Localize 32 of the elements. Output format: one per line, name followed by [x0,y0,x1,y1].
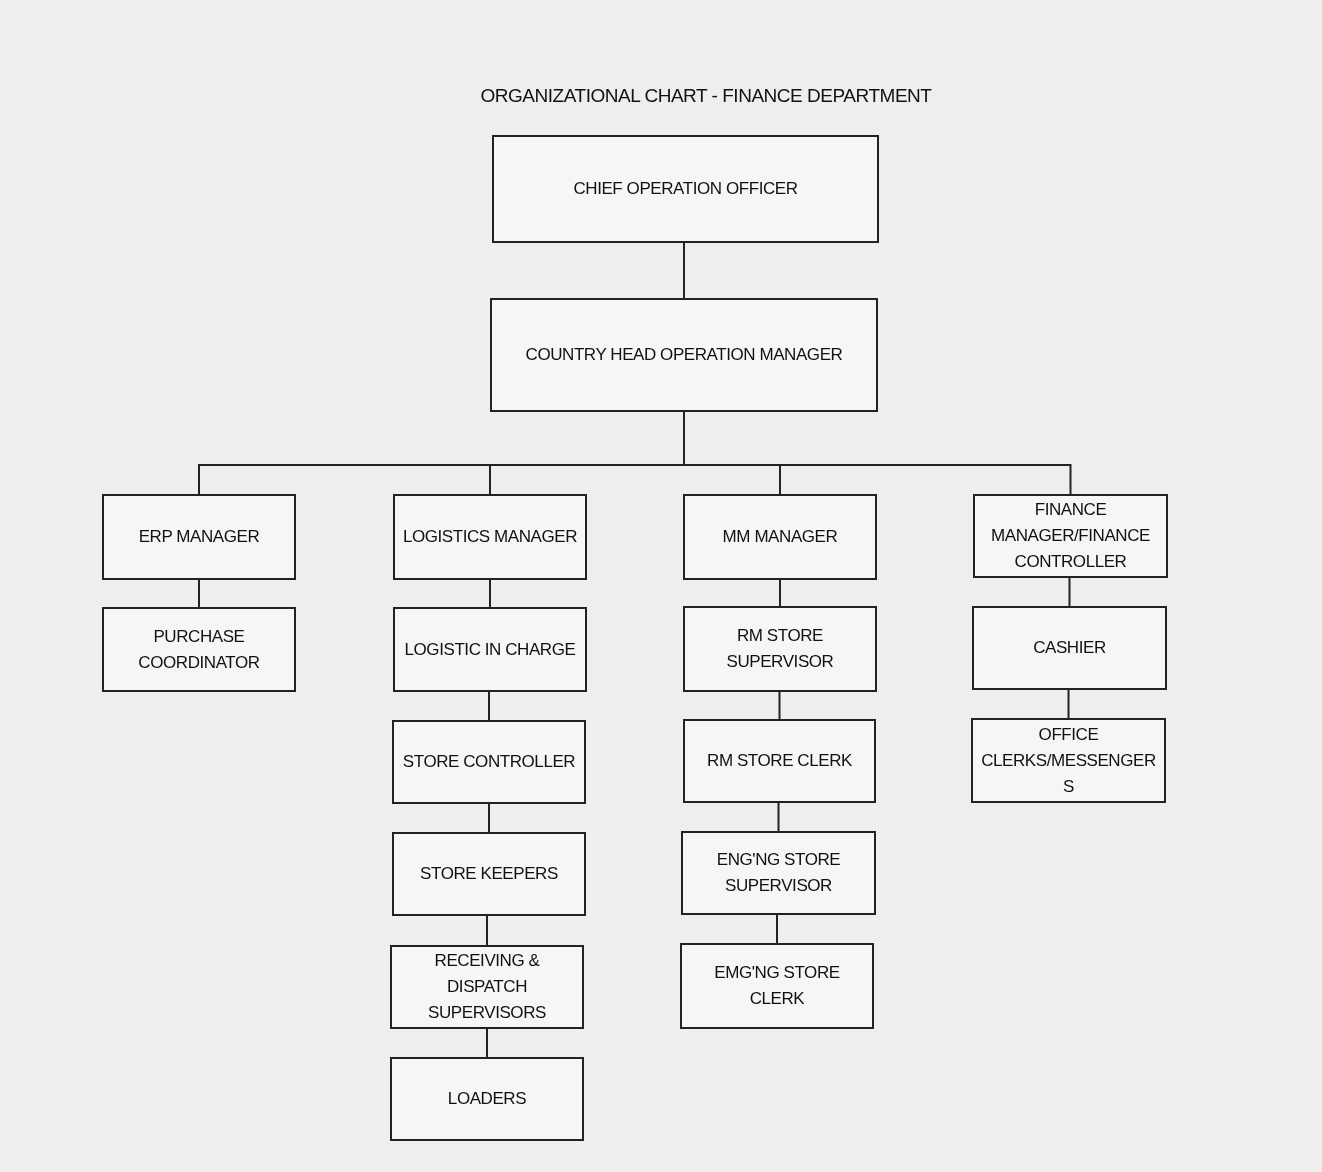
org-box: RM STORE CLERK [683,719,876,803]
connector-line [1067,689,1070,719]
org-box: CASHIER [972,606,1167,690]
org-box: COUNTRY HEAD OPERATION MANAGER [490,298,878,412]
org-box: OFFICE CLERKS/MESSENGERS [971,718,1166,803]
connector-line [778,691,781,720]
connector-line [486,1028,488,1058]
org-box: RECEIVING & DISPATCH SUPERVISORS [390,945,584,1029]
org-box: RM STORE SUPERVISOR [683,606,877,692]
connector-line [489,579,491,608]
org-box: ERP MANAGER [102,494,296,580]
org-box: CHIEF OPERATION OFFICER [492,135,879,243]
connector-line [1068,577,1071,607]
org-box: ENG'NG STORE SUPERVISOR [681,831,876,915]
org-box: STORE CONTROLLER [392,720,586,804]
connector-line [776,914,778,944]
org-box: PURCHASE COORDINATOR [102,607,296,692]
connector-line [488,691,490,721]
org-box: STORE KEEPERS [392,832,586,916]
connector-line [779,579,781,607]
org-box: EMG'NG STORE CLERK [680,943,874,1029]
connector-line [486,915,488,946]
chart-title: ORGANIZATIONAL CHART - FINANCE DEPARTMENT [479,84,933,108]
org-box: LOGISTICS MANAGER [393,494,587,580]
org-box: FINANCE MANAGER/FINANCE CONTROLLER [973,494,1168,578]
org-box: MM MANAGER [683,494,877,580]
connector-line [777,802,780,832]
org-box: LOGISTIC IN CHARGE [393,607,587,692]
connector-line [198,579,200,608]
org-box: LOADERS [390,1057,584,1141]
connector-line [683,242,685,299]
connector-line [488,803,490,833]
